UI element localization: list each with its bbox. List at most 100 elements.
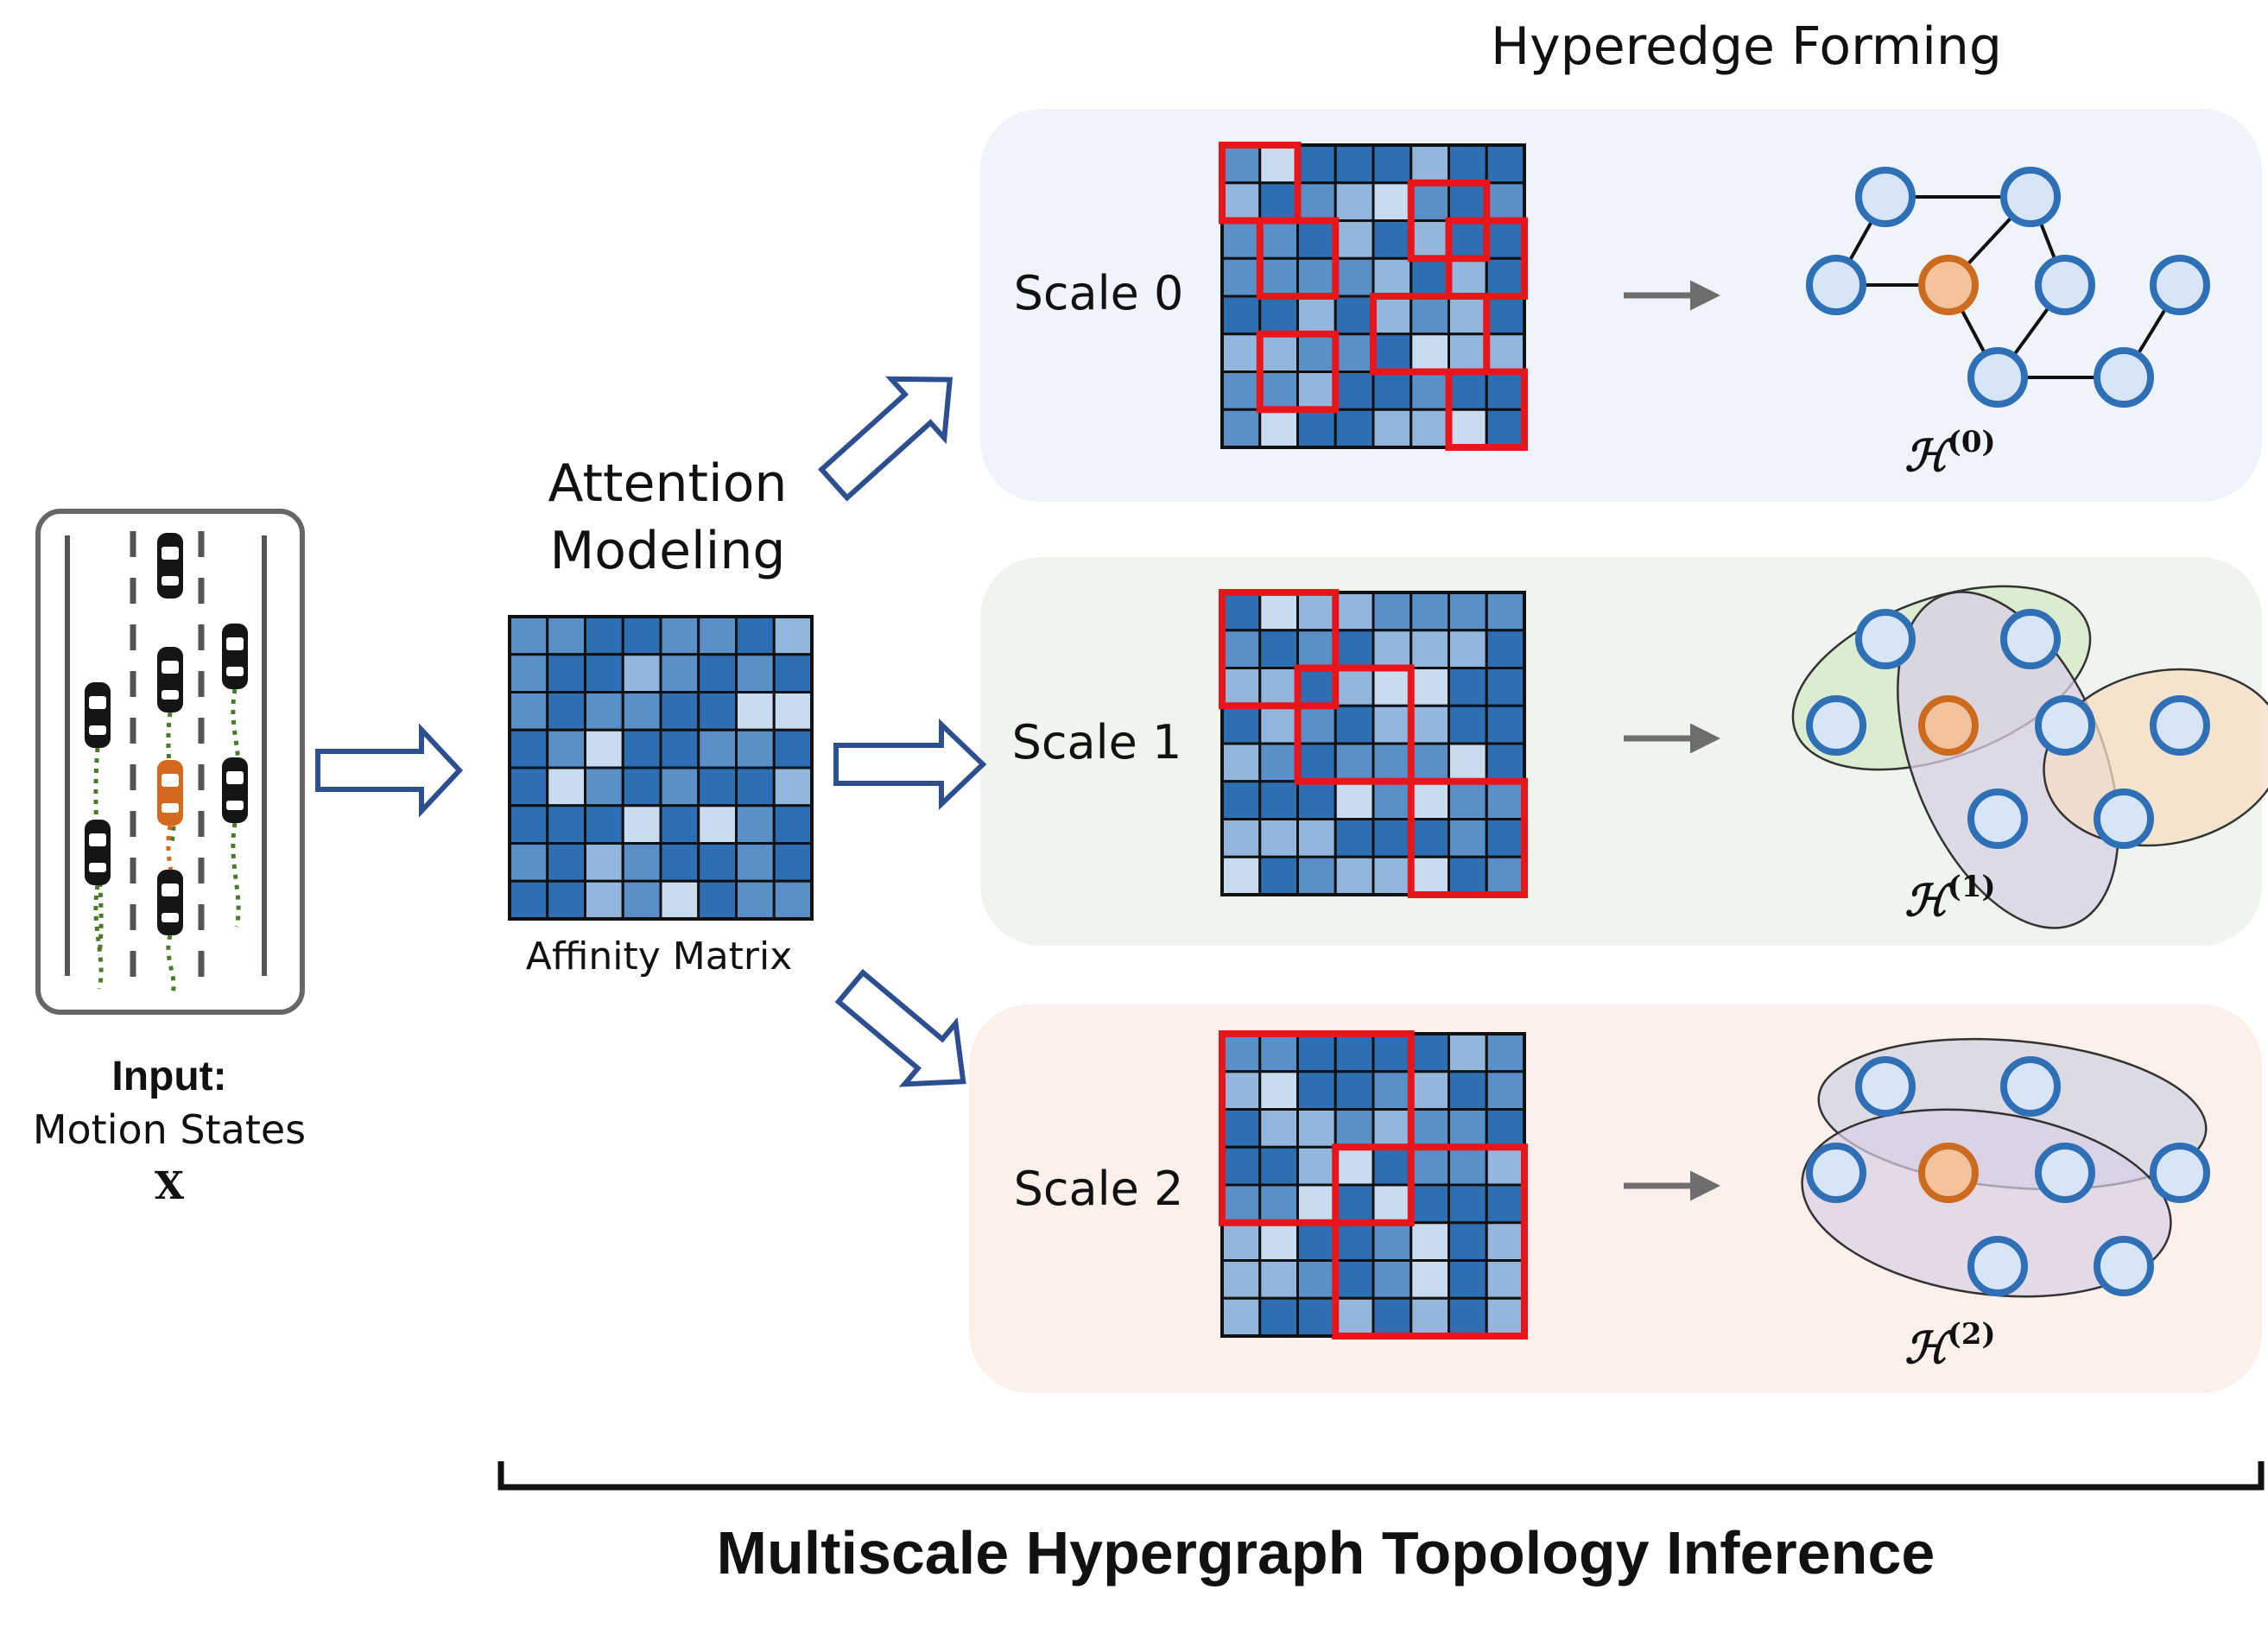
matrix-cell	[1334, 219, 1375, 260]
trajectory-trail	[93, 884, 104, 990]
matrix-cell	[621, 842, 662, 883]
matrix-cell	[1296, 704, 1337, 745]
matrix-cell	[1296, 219, 1337, 260]
agent-node	[2000, 609, 2061, 669]
matrix-cell	[1372, 1108, 1413, 1149]
matrix-cell	[1220, 408, 1262, 449]
matrix-cell	[1485, 256, 1526, 298]
agent-node	[2094, 788, 2154, 849]
matrix-cell	[1410, 332, 1450, 373]
matrix-cell	[546, 879, 586, 921]
agent-node	[2150, 1143, 2210, 1203]
matrix-cell	[1258, 143, 1299, 185]
matrix-cell	[1485, 667, 1526, 707]
hyperedge-highlight-box	[1294, 664, 1415, 785]
matrix-cell	[1448, 143, 1488, 185]
matrix-cell	[1372, 256, 1413, 298]
ego-agent-node	[1918, 695, 1979, 756]
matrix-cell	[1220, 1145, 1262, 1187]
matrix-cell	[1410, 591, 1450, 632]
scale-0-matrix	[1219, 142, 1528, 451]
matrix-cell	[621, 804, 662, 845]
matrix-cell	[1410, 667, 1450, 707]
matrix-cell	[1410, 742, 1450, 783]
h0-symbol: ℋ(0)	[1904, 425, 1995, 481]
matrix-cell	[1372, 181, 1413, 222]
matrix-cell	[1258, 181, 1299, 222]
matrix-cell	[735, 804, 776, 845]
matrix-cell	[1448, 1070, 1488, 1111]
matrix-cell	[1410, 818, 1450, 858]
matrix-cell	[1296, 1070, 1337, 1111]
agent-node	[1967, 1236, 2028, 1296]
matrix-cell	[1334, 855, 1375, 896]
matrix-cell	[1296, 332, 1337, 373]
matrix-cell	[1334, 780, 1375, 820]
matrix-cell	[659, 766, 700, 808]
matrix-cell	[1372, 1070, 1413, 1111]
agent-node	[1806, 1143, 1866, 1203]
matrix-cell	[1485, 370, 1526, 411]
matrix-cell	[1448, 818, 1488, 858]
matrix-cell	[772, 615, 814, 656]
matrix-cell	[772, 691, 814, 732]
matrix-cell	[1372, 143, 1413, 185]
matrix-cell	[1372, 591, 1413, 632]
matrix-cell	[1220, 370, 1262, 411]
agent-node	[2094, 1236, 2154, 1296]
matrix-cell	[697, 879, 738, 921]
attention-title-line1: Attention	[548, 453, 788, 514]
matrix-cell	[1258, 667, 1299, 707]
trajectory-trail	[166, 712, 176, 843]
matrix-cell	[1296, 143, 1337, 185]
branch-arrow-scale-2	[834, 968, 966, 1087]
scale-0-label: Scale 0	[1014, 266, 1184, 320]
matrix-cell	[1372, 742, 1413, 783]
matrix-cell	[1410, 1259, 1450, 1300]
matrix-cell	[1448, 294, 1488, 336]
matrix-cell	[659, 879, 700, 921]
matrix-cell	[1334, 370, 1375, 411]
matrix-cell	[1485, 408, 1526, 449]
matrix-cell	[1372, 855, 1413, 896]
matrix-cell	[1220, 143, 1262, 185]
matrix-cell	[1410, 855, 1450, 896]
matrix-cell	[1258, 408, 1299, 449]
matrix-cell	[1334, 704, 1375, 745]
matrix-cell	[1296, 591, 1337, 632]
matrix-cell	[1485, 294, 1526, 336]
matrix-cell	[772, 804, 814, 845]
matrix-cell	[508, 728, 549, 770]
matrix-cell	[1258, 1070, 1299, 1111]
matrix-cell	[1220, 591, 1262, 632]
matrix-cell	[1372, 1221, 1413, 1262]
matrix-cell	[1448, 742, 1488, 783]
agent-node	[2000, 167, 2061, 227]
matrix-cell	[508, 766, 549, 808]
matrix-cell	[1334, 294, 1375, 336]
matrix-cell	[772, 653, 814, 694]
matrix-cell	[1296, 1296, 1337, 1338]
agent-node	[1806, 695, 1866, 756]
input-symbol: X	[155, 1164, 185, 1208]
matrix-cell	[508, 879, 549, 921]
matrix-cell	[697, 766, 738, 808]
matrix-cell	[546, 728, 586, 770]
matrix-cell	[1220, 1070, 1262, 1111]
matrix-cell	[659, 653, 700, 694]
matrix-cell	[1296, 1259, 1337, 1300]
hyperedge-highlight-box	[1256, 330, 1340, 414]
matrix-cell	[1296, 370, 1337, 411]
matrix-cell	[697, 653, 738, 694]
matrix-cell	[1485, 591, 1526, 632]
matrix-cell	[1258, 1259, 1299, 1300]
matrix-cell	[1220, 1221, 1262, 1262]
matrix-cell	[621, 766, 662, 808]
matrix-cell	[1296, 294, 1337, 336]
matrix-cell	[1372, 1296, 1413, 1338]
matrix-cell	[1334, 181, 1375, 222]
matrix-cell	[1258, 591, 1299, 632]
matrix-cell	[1448, 1221, 1488, 1262]
matrix-cell	[546, 615, 586, 656]
